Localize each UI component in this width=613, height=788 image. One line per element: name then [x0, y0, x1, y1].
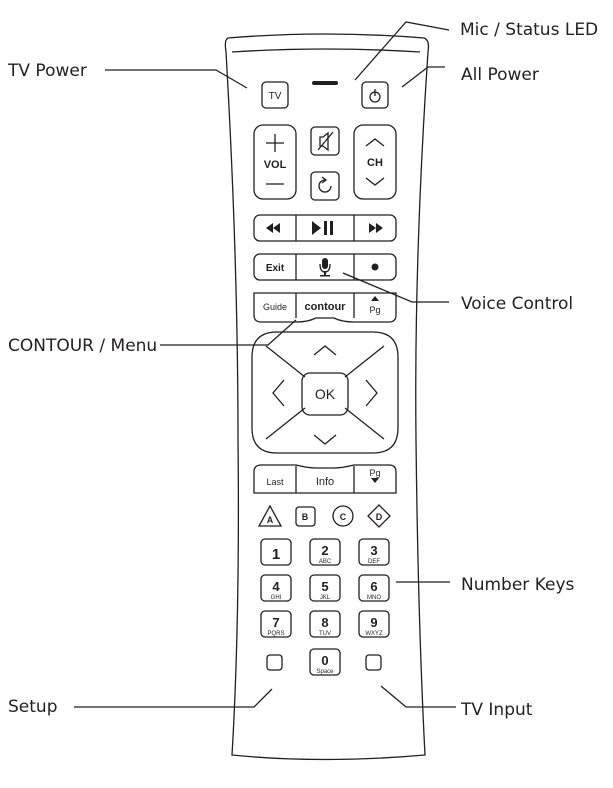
mic-callout-line — [354, 21, 450, 81]
info-bar — [253, 464, 397, 494]
key-2-digit: 2 — [321, 543, 328, 558]
a-label: A — [267, 515, 274, 525]
d-label: D — [376, 512, 383, 522]
key-2 — [309, 538, 341, 566]
rewind-icon — [266, 223, 273, 233]
key-8-letters: TUV — [319, 631, 331, 637]
right-arrow — [365, 379, 378, 407]
key-8-digit: 8 — [321, 615, 328, 630]
key-8 — [309, 610, 341, 638]
setup-button — [266, 654, 283, 671]
key-4-digit: 4 — [272, 579, 280, 594]
key-3 — [358, 538, 390, 566]
all-power-button — [361, 81, 389, 109]
tv-input-callout-line — [380, 685, 456, 708]
exit-label: Exit — [266, 263, 285, 274]
voice-control-callout: Voice Control — [461, 294, 574, 314]
d-button — [367, 504, 391, 528]
pg-down-label: Pg — [369, 468, 380, 478]
fast-forward-icon — [369, 223, 376, 233]
key-0 — [309, 648, 341, 676]
transport-bar — [253, 214, 397, 242]
menu-bar — [253, 292, 397, 323]
tv-input-callout: TV Input — [461, 700, 533, 720]
key-0-digit: 0 — [321, 653, 328, 668]
key-5-letters: JKL — [320, 595, 331, 601]
key-1-digit: 1 — [272, 546, 280, 563]
key-3-letters: DEF — [368, 559, 380, 565]
key-2-letters: ABC — [319, 559, 332, 565]
key-7-digit: 7 — [272, 615, 279, 630]
dpad — [251, 331, 399, 454]
tv-power-callout-line — [105, 69, 248, 89]
ch-label: CH — [367, 157, 383, 169]
a-button — [257, 504, 283, 527]
action-bar — [253, 253, 397, 281]
channel-rocker — [353, 124, 397, 200]
last-label: Last — [266, 477, 284, 487]
key-9-digit: 9 — [370, 615, 377, 630]
contour-label: contour — [305, 301, 347, 313]
guide-label: Guide — [263, 302, 287, 312]
vol-label: VOL — [264, 159, 287, 171]
key-9-letters: WXYZ — [365, 631, 383, 637]
key-4 — [260, 574, 292, 602]
all-power-callout-line — [401, 66, 445, 88]
volume-rocker — [253, 124, 297, 200]
setup-callout-line — [74, 688, 273, 708]
record-icon — [371, 263, 379, 271]
all-power-callout: All Power — [461, 65, 539, 85]
pg-up-label: Pg — [369, 305, 380, 315]
key-7 — [260, 610, 292, 638]
c-label: C — [340, 512, 347, 522]
pg-down-icon — [371, 478, 379, 483]
remote-body — [224, 33, 430, 761]
key-4-letters: GHI — [271, 595, 282, 601]
mic-status-led — [312, 81, 338, 85]
key-6-digit: 6 — [370, 579, 377, 594]
key-7-letters: PQRS — [267, 631, 284, 637]
key-0-letters: Space — [316, 669, 334, 675]
key-9 — [358, 610, 390, 638]
c-button — [332, 505, 354, 527]
key-6-letters: MNO — [367, 595, 381, 601]
mic-status-led-callout: Mic / Status LED — [460, 20, 599, 40]
up-arrow — [313, 345, 337, 356]
tv-power-callout: TV Power — [8, 61, 87, 81]
voice-mic-icon — [322, 258, 328, 269]
play-pause-icon — [312, 221, 321, 235]
setup-callout: Setup — [8, 697, 58, 717]
contour-menu-callout: CONTOUR / Menu — [8, 336, 158, 356]
b-button — [295, 506, 316, 527]
contour-callout-line — [160, 319, 297, 346]
key-5 — [309, 574, 341, 602]
key-3-digit: 3 — [370, 543, 377, 558]
key-1 — [260, 538, 292, 566]
down-arrow — [313, 434, 337, 445]
pg-up-icon — [371, 296, 379, 301]
key-5-digit: 5 — [321, 579, 328, 594]
remote-top-edge — [231, 48, 421, 53]
info-label: Info — [316, 476, 334, 488]
left-arrow — [272, 379, 285, 407]
mute-button — [310, 126, 340, 156]
tv-power-button — [261, 81, 289, 109]
ok-label: OK — [315, 386, 336, 402]
key-6 — [358, 574, 390, 602]
b-label: B — [302, 512, 309, 522]
number-keys-callout: Number Keys — [461, 575, 575, 595]
replay-button — [310, 171, 340, 201]
tv-button-label: TV — [269, 91, 282, 102]
voice-control-callout-line — [342, 272, 449, 303]
tv-input-button — [365, 654, 382, 671]
ok-button — [301, 372, 349, 416]
